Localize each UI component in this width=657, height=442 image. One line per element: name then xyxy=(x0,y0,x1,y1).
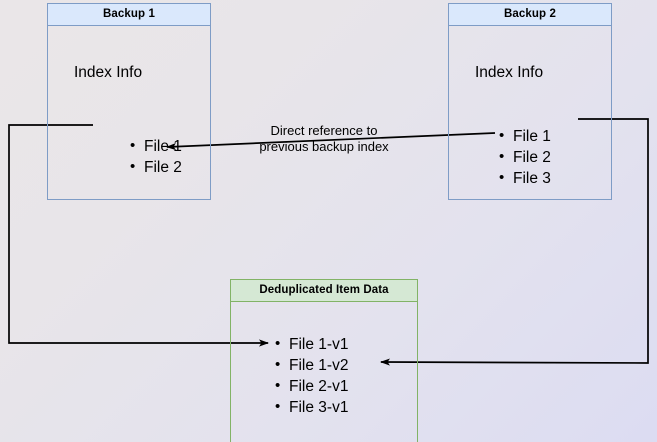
node-dedup-title: Deduplicated Item Data xyxy=(231,280,417,302)
list-item: File 3-v1 xyxy=(275,396,349,418)
list-item: File 1 xyxy=(499,125,551,147)
backup-1-index-info-label: Index Info xyxy=(74,64,143,81)
backup-2-index-info-label: Index Info xyxy=(475,64,544,81)
list-item: File 3 xyxy=(499,167,551,189)
node-backup-2-title: Backup 2 xyxy=(449,4,611,26)
list-item: File 2 xyxy=(499,146,551,168)
node-backup-1[interactable]: Backup 1 Index Info File 1 File 2 xyxy=(47,3,211,200)
list-item: File 2 xyxy=(130,156,182,178)
node-backup-2[interactable]: Backup 2 Index Info File 1 File 2 File 3 xyxy=(448,3,612,200)
list-item: File 1 xyxy=(130,135,182,157)
list-item: File 1-v2 xyxy=(275,354,349,376)
backup-1-file-list: File 1 File 2 xyxy=(128,135,182,178)
node-deduplicated-item-data[interactable]: Deduplicated Item Data File 1-v1 File 1-… xyxy=(230,279,418,442)
dedup-file-list: File 1-v1 File 1-v2 File 2-v1 File 3-v1 xyxy=(273,333,349,418)
list-item: File 2-v1 xyxy=(275,375,349,397)
node-backup-1-title: Backup 1 xyxy=(48,4,210,26)
list-item: File 1-v1 xyxy=(275,333,349,355)
backup-2-file-list: File 1 File 2 File 3 xyxy=(497,125,551,189)
edge-label-direct-reference: Direct reference to previous backup inde… xyxy=(259,123,389,154)
